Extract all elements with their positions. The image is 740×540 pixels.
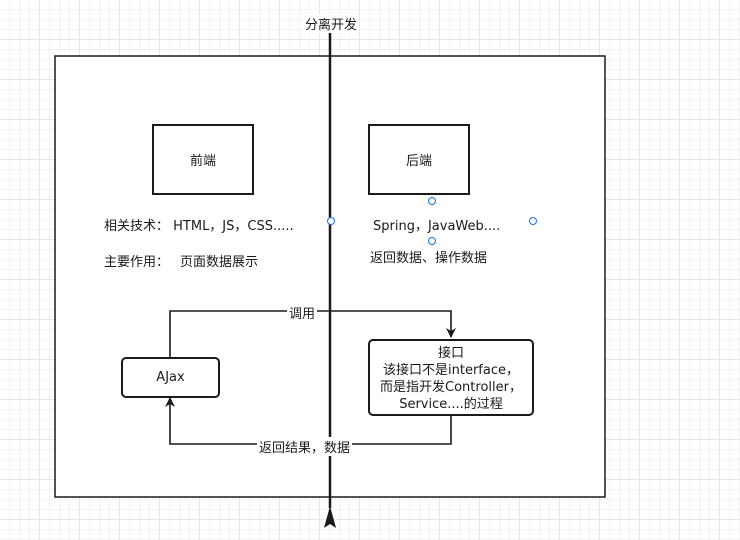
- divider-arrowhead: [324, 506, 336, 528]
- frontend-title: 前端: [189, 154, 216, 169]
- backend-tech-text: Spring，JavaWeb....: [373, 219, 501, 234]
- ajax-box[interactable]: AJax: [121, 357, 220, 398]
- frontend-role-value: 页面数据展示: [180, 255, 259, 270]
- divider-label: 分离开发: [303, 14, 360, 33]
- call-edge-label: 调用: [287, 303, 318, 322]
- api-title: 接口: [437, 345, 464, 361]
- frontend-role-label: 主要作用：: [104, 255, 170, 270]
- connection-handle-left[interactable]: [327, 217, 335, 225]
- api-desc-line-1: 该接口不是interface，: [383, 362, 519, 378]
- frontend-tech-text: 相关技术： HTML，JS，CSS.....: [104, 219, 294, 234]
- connection-handle-bottom[interactable]: [428, 237, 436, 245]
- ajax-label: AJax: [156, 370, 185, 385]
- api-desc-line-3: Service....的过程: [399, 396, 503, 412]
- api-desc-line-2: 而是指开发Controller，: [380, 379, 522, 395]
- connection-handle-top[interactable]: [428, 197, 436, 205]
- frontend-box[interactable]: 前端: [152, 124, 254, 195]
- backend-title: 后端: [405, 154, 432, 169]
- connection-handle-right[interactable]: [529, 217, 537, 225]
- backend-box[interactable]: 后端: [368, 124, 470, 195]
- backend-role-text: 返回数据、操作数据: [370, 251, 488, 266]
- return-edge-label: 返回结果，数据: [257, 437, 353, 456]
- api-box[interactable]: 接口 该接口不是interface， 而是指开发Controller， Serv…: [368, 339, 534, 416]
